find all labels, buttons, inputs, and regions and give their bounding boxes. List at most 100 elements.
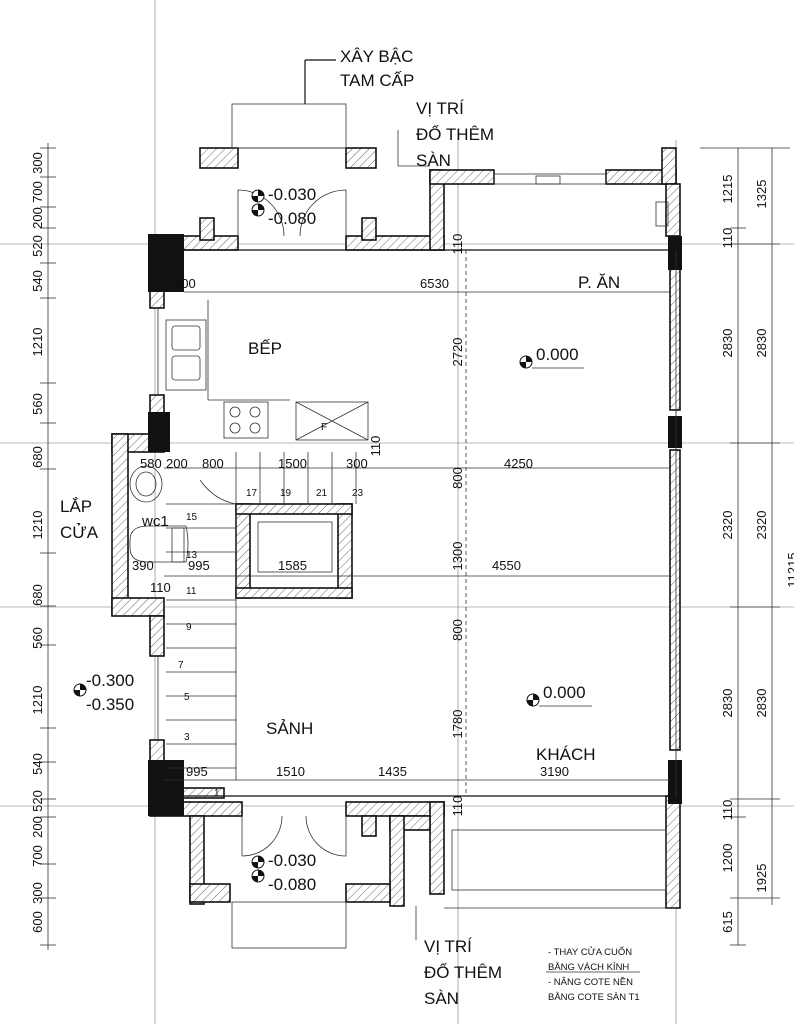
dim-right-4: 2830 — [720, 689, 735, 718]
dim-110-stair: 110 — [368, 436, 383, 457]
callout-xay-bac-1: XÂY BẬC — [340, 47, 413, 66]
dim-right-5: 110 — [720, 800, 735, 821]
level-top-entry-2: -0.080 — [268, 209, 316, 228]
dim-left-6: 560 — [30, 393, 45, 415]
level-left-1: -0.300 — [86, 671, 134, 690]
dim-1300: 1300 — [450, 542, 465, 571]
step-9: 9 — [186, 622, 192, 633]
dim-1510: 1510 — [276, 764, 305, 779]
dim-6530: 6530 — [420, 276, 449, 291]
dim-1780: 1780 — [450, 710, 465, 739]
wc-fixtures — [129, 465, 189, 563]
dim-left-17: 600 — [30, 911, 45, 933]
dim-left-13: 520 — [30, 790, 45, 812]
dim-2720: 2720 — [450, 338, 465, 367]
dim-right-3: 2320 — [720, 511, 735, 540]
room-label-kitchen: BẾP — [248, 339, 282, 358]
step-21: 21 — [316, 488, 328, 499]
dim-995-a: 995 — [188, 558, 210, 573]
level-left-2: -0.350 — [86, 695, 134, 714]
dim-110-top: 110 — [450, 234, 465, 255]
staircase: 1 3 5 7 9 11 13 15 17 19 21 23 — [166, 452, 364, 799]
level-top-entry-1: -0.030 — [268, 185, 316, 204]
level-markers — [73, 189, 592, 883]
dim-right-7: 615 — [720, 911, 735, 933]
level-marker-living — [526, 693, 540, 707]
callout-vitri-bot-1: VỊ TRÍ — [424, 937, 472, 956]
dim-left-1: 700 — [30, 181, 45, 203]
top-porch — [231, 59, 669, 237]
dim-800-a: 800 — [202, 456, 224, 471]
level-bottom-entry-2: -0.080 — [268, 875, 316, 894]
callout-vitri-top-3: SÀN — [416, 151, 451, 170]
note-2: BẰNG VÁCH KÍNH — [548, 962, 629, 973]
dim-110-wc: 110 — [150, 580, 171, 595]
dim-110-bot: 110 — [450, 796, 465, 817]
dim-1500: 1500 — [278, 456, 307, 471]
dim-left-11: 1210 — [30, 686, 45, 715]
step-13: 13 — [186, 550, 198, 561]
callout-xay-bac-2: TAM CẤP — [340, 71, 414, 90]
room-label-wc: wc1 — [141, 513, 169, 530]
room-label-lobby: SẢNH — [266, 719, 313, 738]
bottom-porch — [231, 815, 676, 949]
step-19: 19 — [280, 488, 292, 499]
dim-left-14: 200 — [30, 816, 45, 838]
fridge: F — [295, 401, 369, 441]
dim-4250: 4250 — [504, 456, 533, 471]
dim-right-total: 11215 — [785, 552, 794, 587]
dim-580: 580 — [140, 456, 162, 471]
dim-1435: 1435 — [378, 764, 407, 779]
dim-right-outer-1: 2830 — [754, 329, 769, 358]
dim-left-4: 540 — [30, 270, 45, 292]
step-11: 11 — [186, 586, 197, 597]
step-5: 5 — [184, 692, 190, 703]
callout-vitri-top-2: ĐỔ THÊM — [416, 125, 494, 144]
dim-right-0: 1215 — [720, 175, 735, 204]
walls — [111, 147, 681, 909]
step-7: 7 — [178, 660, 184, 671]
dim-left-8: 1210 — [30, 511, 45, 540]
dim-left-2: 200 — [30, 207, 45, 229]
callout-vitri-top-1: VỊ TRÍ — [416, 99, 464, 118]
note-3: - NÂNG COTE NỀN — [548, 977, 633, 988]
callout-vitri-bot-2: ĐỔ THÊM — [424, 963, 502, 982]
note-4: BẰNG COTE SÀN T1 — [548, 992, 640, 1003]
step-3: 3 — [184, 732, 190, 743]
level-marker-left — [73, 683, 87, 697]
level-marker-dining — [519, 355, 533, 369]
dim-left-16: 300 — [30, 882, 45, 904]
level-living: 0.000 — [543, 683, 586, 702]
callout-lap-2: CỬA — [60, 523, 99, 542]
level-dining: 0.000 — [536, 345, 579, 364]
left-dimension-chain: 300 700 200 520 540 1210 560 680 1210 68… — [30, 143, 56, 950]
dim-right-6: 1200 — [720, 844, 735, 873]
dim-left-9: 680 — [30, 584, 45, 606]
dim-995-b: 995 — [186, 764, 208, 779]
fridge-label: F — [321, 422, 327, 433]
dim-left-15: 700 — [30, 845, 45, 867]
dim-right-outer-4: 1925 — [754, 864, 769, 893]
dim-800-v2: 800 — [450, 619, 465, 641]
callout-vitri-bot-3: SÀN — [424, 989, 459, 1008]
step-17: 17 — [246, 488, 258, 499]
dim-390: 390 — [132, 558, 154, 573]
step-23: 23 — [352, 488, 364, 499]
interior-lines — [157, 249, 677, 797]
step-1: 1 — [214, 788, 220, 799]
dim-300: 300 — [346, 456, 368, 471]
room-label-living: KHÁCH — [536, 745, 596, 764]
kitchen-counter — [165, 300, 290, 439]
dim-left-12: 540 — [30, 753, 45, 775]
note-1: - THAY CỬA CUỐN — [548, 946, 632, 958]
dim-1585: 1585 — [278, 558, 307, 573]
right-dimension-chain: 1215 110 2830 2320 2830 110 1200 615 132… — [700, 147, 794, 946]
dim-right-outer-3: 2830 — [754, 689, 769, 718]
dim-right-outer-2: 2320 — [754, 511, 769, 540]
level-bottom-entry-1: -0.030 — [268, 851, 316, 870]
room-label-dining: P. ĂN — [578, 273, 620, 292]
callout-lap-1: LẮP — [60, 497, 92, 516]
dim-600: 600 — [174, 276, 196, 291]
dim-right-1: 110 — [720, 228, 735, 249]
